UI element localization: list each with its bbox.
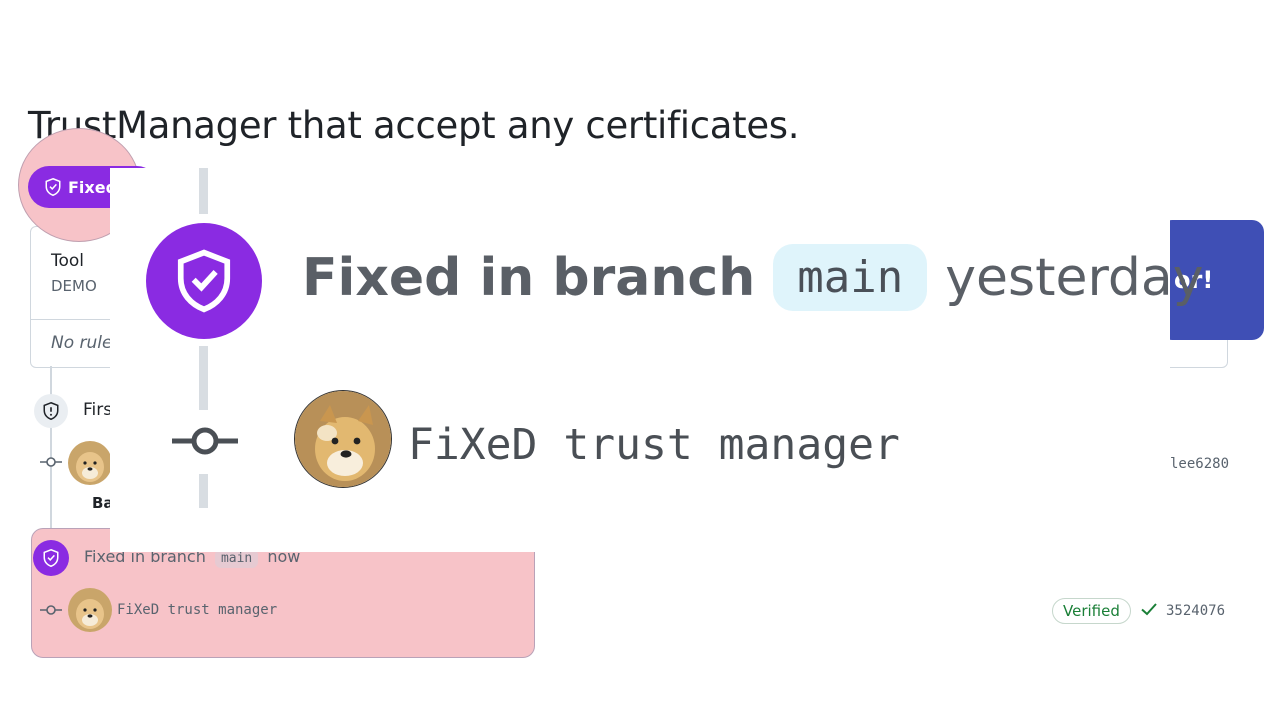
shield-check-icon — [43, 548, 59, 568]
git-commit-icon — [40, 457, 62, 467]
avatar-name: Ba — [92, 494, 114, 512]
git-commit-icon — [172, 427, 238, 455]
avatar[interactable] — [294, 390, 392, 488]
event-description: Fixed in branch main yesterday — [302, 244, 1204, 311]
zoom-overlay: Fixed in branch main yesterday FiXeD tru… — [110, 168, 1204, 552]
branch-label[interactable]: main — [773, 244, 928, 311]
commit-message[interactable]: FiXeD trust manager — [408, 420, 900, 470]
tool-rule-text: No rule — [51, 333, 113, 353]
first-event-text: Firs — [83, 400, 113, 420]
action-button[interactable]: or! — [1160, 220, 1264, 340]
timeline-line — [199, 346, 208, 410]
event-status-icon — [146, 223, 262, 339]
timeline-line — [199, 474, 208, 508]
commit-hash[interactable]: 3524076 — [1166, 603, 1226, 619]
timeline-line — [50, 366, 52, 528]
event-time: yesterday — [945, 247, 1204, 308]
event-prefix: Fixed in branch — [302, 247, 756, 308]
check-icon — [1141, 603, 1157, 616]
action-button-label: or! — [1174, 266, 1214, 294]
first-event-icon — [34, 394, 68, 428]
commit-message[interactable]: FiXeD trust manager — [117, 602, 278, 618]
timeline-line — [199, 168, 208, 214]
shield-check-icon — [45, 177, 61, 197]
tool-name: Tool — [51, 251, 85, 271]
commit-hash[interactable]: lee6280 — [1170, 456, 1230, 472]
event-status-icon — [33, 540, 69, 576]
verified-badge[interactable]: Verified — [1052, 598, 1131, 624]
git-commit-icon — [40, 605, 62, 615]
tool-subtitle: DEMO — [51, 277, 97, 295]
avatar[interactable] — [68, 588, 112, 632]
branch-label[interactable]: main — [214, 549, 259, 568]
page-heading: TrustManager that accept any certificate… — [28, 104, 800, 147]
fixed-status-label: Fixed — [68, 177, 118, 197]
shield-check-icon — [177, 249, 231, 313]
shield-alert-icon — [43, 401, 59, 421]
avatar[interactable] — [68, 441, 112, 485]
